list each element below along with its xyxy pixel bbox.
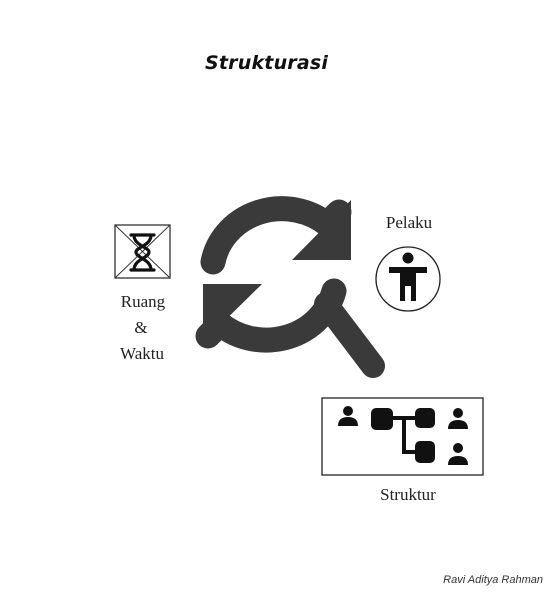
ruang-label: Ruang [120, 292, 166, 311]
author-credit: Ravi Aditya Rahman [443, 574, 543, 586]
page-title: Strukturasi [205, 52, 329, 74]
pelaku-label: Pelaku [385, 213, 433, 232]
ampersand-label: & [134, 318, 148, 337]
struktur-label: Struktur [380, 485, 436, 504]
waktu-label: Waktu [120, 344, 164, 363]
person-icon [375, 246, 441, 312]
refresh-search-icon [195, 196, 385, 378]
org-structure-icon [321, 397, 484, 476]
hourglass-icon [114, 224, 171, 279]
